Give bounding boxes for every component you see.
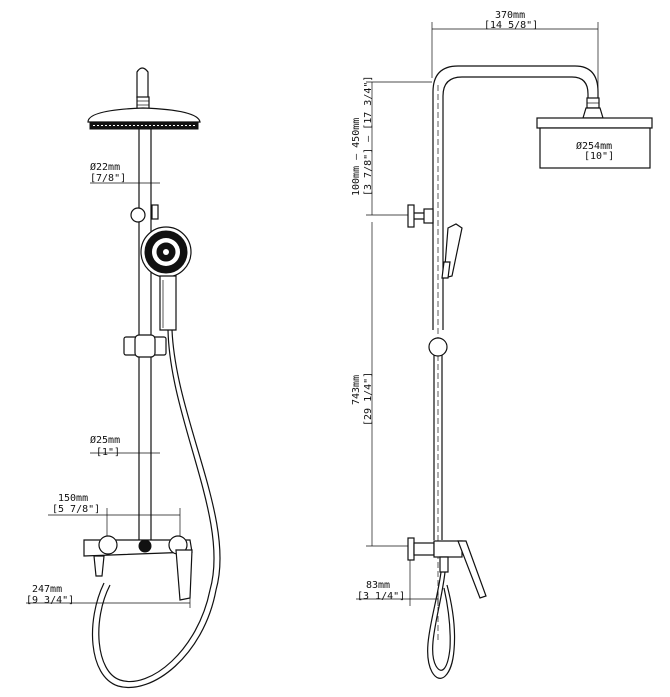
overhead-diameter-mm: Ø254mm [576, 140, 612, 152]
arm-reach-inch: [14 5/8"] [484, 20, 538, 31]
front-view: Ø22mm [7/8"] Ø25mm [1"] [26, 67, 221, 689]
shower-hose-inner [91, 329, 221, 689]
left-inlet-flange [98, 535, 118, 555]
slider-clip [151, 204, 159, 220]
side-mixer-lever [457, 540, 487, 599]
side-view: 370mm [14 5/8"] Ø254mm [10"] 100mm — 450… [351, 10, 653, 679]
side-overhead-shower-head: Ø254mm [10"] [536, 117, 653, 169]
rail-height-dimension: 743mm [29 1/4"] [351, 222, 410, 547]
rail-height-mm: 743mm [351, 375, 362, 405]
inlet-spacing-dimension: 150mm [5 7/8"] [48, 493, 181, 540]
mixer-width-mm: 247mm [32, 584, 62, 595]
pipe-lower-diameter-mm: Ø25mm [90, 434, 120, 446]
mixer-width-inch: [9 3/4"] [26, 595, 74, 606]
overhead-nozzle-plate [89, 121, 199, 130]
gooseneck-inner [442, 76, 589, 330]
side-mixer [407, 537, 487, 599]
upper-wall-plate [407, 204, 415, 228]
side-head-top-plate [536, 117, 653, 129]
side-hose-outlet [439, 556, 449, 573]
side-hand-shower-holder [441, 261, 451, 279]
inlet-spacing-mm: 150mm [58, 493, 88, 504]
side-slider-knob [428, 337, 448, 357]
rail-height-inch: [29 1/4"] [363, 372, 374, 426]
side-head-body [539, 127, 651, 169]
side-upper-wall-bracket [407, 204, 434, 228]
riser-top-cap [136, 67, 149, 98]
head-connector-nut [136, 96, 150, 110]
inlet-spacing-inch: [5 7/8"] [52, 504, 100, 515]
height-adjust-dimension: 100mm — 450mm [3 7/8"] — [17 3/4"] [351, 76, 432, 216]
height-adjust-mm: 100mm — 450mm [351, 118, 362, 196]
pipe-upper-diameter-mm: Ø22mm [90, 161, 120, 173]
pipe-upper-diameter-inch: [7/8"] [90, 173, 126, 184]
hand-shower [140, 226, 192, 331]
side-hose-inner [432, 571, 451, 671]
pipe-lower-diameter-dimension: Ø25mm [1"] [90, 434, 160, 460]
hand-shower-handle [159, 275, 177, 331]
side-hose-outer [427, 571, 456, 679]
mixer-valve [83, 535, 193, 601]
arm-reach-dimension: 370mm [14 5/8"] [431, 10, 599, 90]
overhead-diameter-inch: [10"] [584, 151, 614, 162]
height-adjust-inch: [3 7/8"] — [17 3/4"] [363, 76, 374, 196]
shower-hose-outer [98, 329, 215, 683]
wall-offset-inch: [3 1/4"] [357, 591, 405, 602]
side-hand-shower [441, 223, 463, 279]
arm-reach-mm: 370mm [495, 10, 525, 21]
pipe-upper-diameter-dimension: Ø22mm [7/8"] [90, 161, 160, 190]
mixer-lever [175, 549, 193, 601]
gooseneck-outer [432, 65, 599, 330]
side-mixer-body [413, 542, 435, 556]
side-mixer-cartridge [433, 540, 463, 558]
pipe-lower-diameter-inch: [1"] [96, 447, 120, 458]
lower-wall-plate [407, 537, 415, 561]
wall-offset-dimension: 83mm [3 1/4"] [356, 560, 439, 606]
overhead-shower-head [87, 107, 201, 123]
wall-bracket-disc [130, 207, 146, 223]
diverter-knob [138, 539, 152, 553]
wall-offset-mm: 83mm [366, 580, 390, 591]
mixer-width-dimension: 247mm [9 3/4"] [26, 584, 191, 608]
hose-outlet [93, 555, 105, 577]
